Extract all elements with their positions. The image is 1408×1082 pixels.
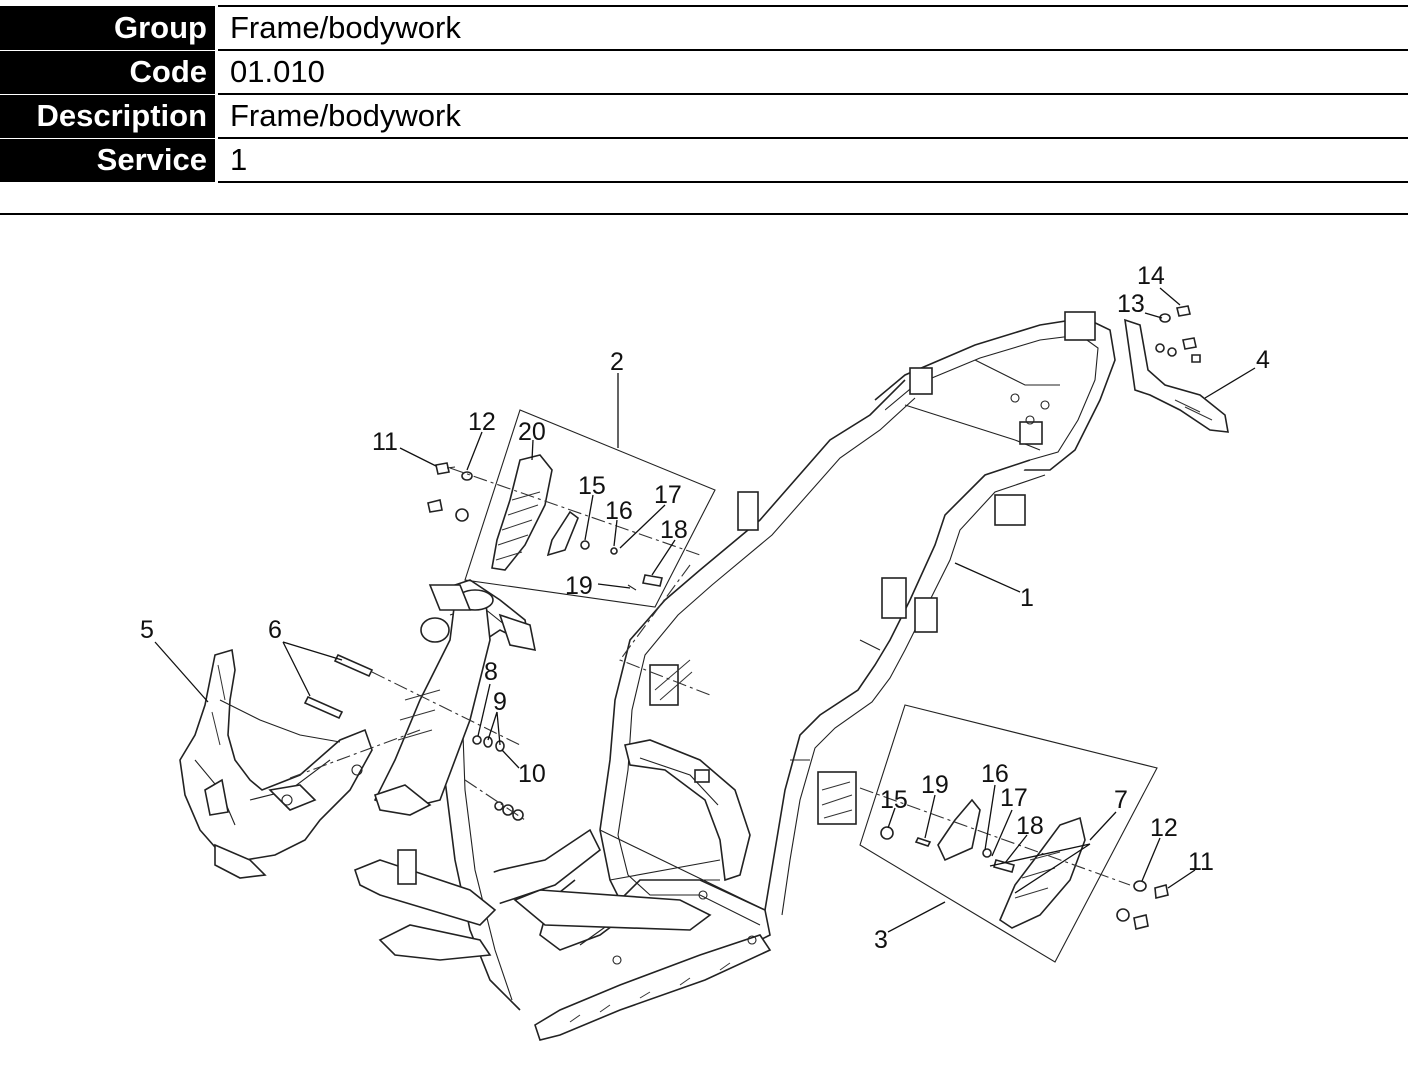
part-2-kit — [427, 409, 716, 696]
callout-16-left: 16 — [605, 497, 633, 525]
info-row-code: Code 01.010 — [0, 49, 1408, 95]
callout-5: 5 — [140, 616, 154, 644]
front-bracket-part-5 — [179, 648, 373, 879]
callout-13: 13 — [1117, 290, 1145, 318]
exploded-parts-diagram: 1 2 3 4 5 6 7 8 9 10 11 11 12 12 13 14 1… — [140, 262, 1270, 1041]
callout-17-right: 17 — [1000, 784, 1028, 812]
service-value: 1 — [218, 137, 1408, 183]
description-label: Description — [0, 94, 215, 139]
callout-11-left: 11 — [372, 428, 398, 456]
callout-20: 20 — [518, 418, 546, 446]
frame-body — [354, 311, 1116, 1041]
callout-6: 6 — [268, 616, 282, 644]
group-value: Frame/bodywork — [218, 5, 1408, 50]
info-table: Group Frame/bodywork Code 01.010 Descrip… — [0, 5, 1408, 183]
callout-11-right: 11 — [1188, 848, 1214, 876]
callout-18-left: 18 — [660, 516, 688, 544]
callout-10: 10 — [518, 760, 546, 788]
callout-18-right: 18 — [1016, 812, 1044, 840]
code-value: 01.010 — [218, 49, 1408, 94]
leader-lines — [154, 287, 1256, 933]
part-3-kit — [859, 704, 1169, 963]
callout-9: 9 — [493, 688, 507, 716]
info-row-service: Service 1 — [0, 137, 1408, 183]
callout-8: 8 — [484, 658, 498, 686]
info-row-description: Description Frame/bodywork — [0, 93, 1408, 139]
description-value: Frame/bodywork — [218, 93, 1408, 138]
callout-19-left: 19 — [565, 572, 593, 600]
callout-15-left: 15 — [578, 472, 606, 500]
group-label: Group — [0, 6, 215, 51]
info-row-group: Group Frame/bodywork — [0, 5, 1408, 51]
hardware-6-8-9-10 — [289, 653, 526, 821]
callout-4: 4 — [1256, 346, 1270, 374]
rear-bracket-part-4 — [1124, 305, 1229, 433]
callout-12-left: 12 — [468, 408, 496, 436]
callout-15-right: 15 — [880, 786, 908, 814]
callout-1: 1 — [1020, 584, 1034, 612]
callout-12-right: 12 — [1150, 814, 1178, 842]
section-divider — [0, 213, 1408, 215]
callout-14: 14 — [1137, 262, 1165, 290]
callout-16-right: 16 — [981, 760, 1009, 788]
callout-2: 2 — [610, 348, 624, 376]
code-label: Code — [0, 50, 215, 95]
callout-3: 3 — [874, 926, 888, 954]
service-label: Service — [0, 138, 215, 183]
callout-17-left: 17 — [654, 481, 682, 509]
callout-19-right: 19 — [921, 771, 949, 799]
callout-labels: 1 2 3 4 5 6 7 8 9 10 11 11 12 12 13 14 1… — [140, 262, 1270, 954]
callout-7: 7 — [1114, 786, 1128, 814]
